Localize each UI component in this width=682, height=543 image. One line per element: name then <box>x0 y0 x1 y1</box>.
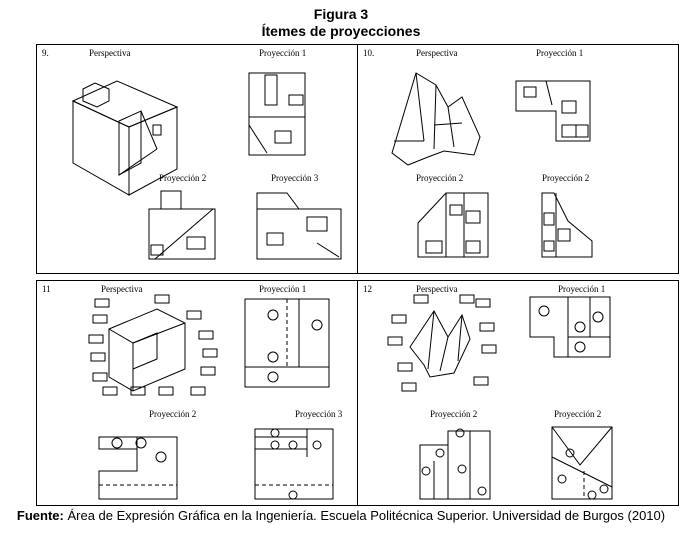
perspective-label: Perspectiva <box>89 48 131 58</box>
projection-3-label: Proyección 3 <box>295 409 343 419</box>
p3-outline <box>542 193 592 257</box>
projection-1-label: Proyección 1 <box>259 284 307 294</box>
projection-2b-label: Proyección 2 <box>554 409 602 419</box>
projection-2-label: Proyección 2 <box>430 409 478 419</box>
perspective-label: Perspectiva <box>416 48 458 58</box>
item-number: 10. <box>363 48 375 58</box>
projection-2b-label: Proyección 2 <box>542 173 590 183</box>
iso-top-face <box>73 81 177 127</box>
p3-outline <box>552 427 612 499</box>
item-9-drawings <box>37 45 359 275</box>
p2-outline <box>149 209 215 259</box>
perspective-label: Perspectiva <box>416 284 458 294</box>
iso-outline <box>109 309 185 391</box>
item-number: 9. <box>42 48 49 58</box>
item-11-panel: 11 Perspectiva Proyección 1 Proyección 2… <box>36 280 358 506</box>
iso-outline <box>410 311 470 377</box>
caption-label: Fuente: <box>16 508 64 523</box>
p3-outline <box>255 429 333 499</box>
figure-caption: Fuente: Área de Expresión Gráfica en la … <box>0 508 682 524</box>
p2-outline <box>99 437 177 499</box>
item-number: 11 <box>42 284 51 294</box>
projection-1-label: Proyección 1 <box>259 48 307 58</box>
figure-title: Figura 3 <box>313 6 369 22</box>
p1-outline <box>530 297 610 357</box>
p2-outline <box>420 431 490 499</box>
projection-2-label: Proyección 2 <box>149 409 197 419</box>
item-10-drawings <box>358 45 680 275</box>
p3-outline <box>257 209 341 259</box>
item-12-drawings <box>358 281 680 507</box>
perspective-label: Perspectiva <box>101 284 143 294</box>
item-11-drawings <box>37 281 359 507</box>
item-9-panel: 9. Perspectiva Proyección 1 Proyección 2… <box>36 44 358 274</box>
item-12-panel: 12 Perspectiva Proyección 1 Proyección 2… <box>357 280 679 506</box>
p2-outline <box>418 193 488 257</box>
iso-outline <box>392 73 480 165</box>
caption-text: Área de Expresión Gráfica en la Ingenier… <box>67 508 666 523</box>
projection-2-label: Proyección 2 <box>416 173 464 183</box>
item-number: 12 <box>363 284 372 294</box>
item-10-panel: 10. Perspectiva Proyección 1 Proyección … <box>357 44 679 274</box>
figure-subtitle: Ítemes de proyecciones <box>261 23 421 39</box>
iso-left-face <box>73 101 129 195</box>
p1-outline <box>516 81 590 141</box>
projection-1-label: Proyección 1 <box>536 48 584 58</box>
p1-outline <box>249 73 305 155</box>
projection-2-label: Proyección 2 <box>159 173 207 183</box>
projection-3-label: Proyección 3 <box>271 173 319 183</box>
iso-right-face <box>129 107 177 195</box>
projection-1-label: Proyección 1 <box>558 284 606 294</box>
